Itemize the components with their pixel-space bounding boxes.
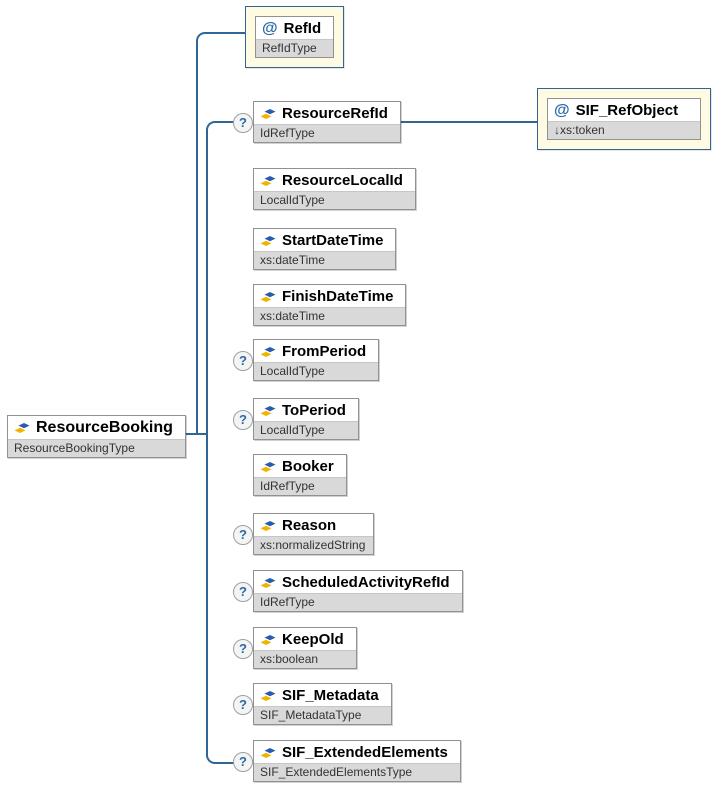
element-icon	[260, 235, 276, 247]
connector-refobject-link	[390, 121, 537, 123]
optional-occurrence-marker: ?	[233, 752, 253, 772]
element-icon	[260, 461, 276, 473]
root-element-name: ResourceBooking	[36, 419, 173, 436]
connector-children-bottom-elbow	[206, 744, 239, 764]
element-node[interactable]: StartDateTime xs:dateTime	[253, 228, 397, 270]
element-type: xs:dateTime	[254, 251, 396, 269]
element-name: KeepOld	[282, 631, 344, 648]
element-icon	[260, 634, 276, 646]
element-type: LocalIdType	[254, 362, 379, 380]
element-type: SIF_MetadataType	[254, 706, 391, 724]
element-icon	[260, 291, 276, 303]
element-type: LocalIdType	[254, 191, 415, 209]
element-type: IdRefType	[254, 477, 346, 495]
element-node[interactable]: ResourceLocalId LocalIdType	[253, 168, 416, 210]
element-node[interactable]: KeepOld xs:boolean	[253, 627, 357, 669]
connector-attribute-elbow	[196, 32, 247, 54]
attribute-icon: @	[262, 20, 278, 37]
element-type: IdRefType	[254, 124, 400, 142]
element-node[interactable]: FromPeriod LocalIdType	[253, 339, 380, 381]
element-icon	[260, 175, 276, 187]
element-name: ScheduledActivityRefId	[282, 574, 450, 591]
root-element-node[interactable]: ResourceBooking ResourceBookingType	[7, 415, 186, 458]
element-node[interactable]: SIF_ExtendedElements SIF_ExtendedElement…	[253, 740, 461, 782]
attribute-type: RefIdType	[256, 39, 334, 57]
optional-occurrence-marker: ?	[233, 639, 253, 659]
element-type: IdRefType	[254, 593, 462, 611]
element-name: Booker	[282, 458, 334, 475]
element-node[interactable]: ToPeriod LocalIdType	[253, 398, 359, 440]
optional-occurrence-marker: ?	[233, 410, 253, 430]
attribute-name: SIF_RefObject	[575, 102, 679, 119]
attribute-icon: @	[554, 102, 570, 119]
element-node[interactable]: Reason xs:normalizedString	[253, 513, 375, 555]
element-icon	[260, 405, 276, 417]
element-icon	[260, 108, 276, 120]
element-icon	[260, 520, 276, 532]
element-icon	[14, 422, 30, 434]
element-name: FinishDateTime	[282, 288, 394, 305]
element-name: Reason	[282, 517, 337, 534]
element-type: xs:dateTime	[254, 307, 406, 325]
optional-occurrence-marker: ?	[233, 695, 253, 715]
element-node[interactable]: FinishDateTime xs:dateTime	[253, 284, 407, 326]
element-type: xs:boolean	[254, 650, 356, 668]
element-node[interactable]: Booker IdRefType	[253, 454, 347, 496]
connector-attribute-trunk	[196, 50, 198, 435]
element-icon	[260, 346, 276, 358]
root-element-type: ResourceBookingType	[8, 439, 185, 457]
element-name: StartDateTime	[282, 232, 384, 249]
attribute-node-refid[interactable]: @ RefId RefIdType	[245, 6, 345, 68]
attribute-type: ↓xs:token	[548, 121, 700, 139]
element-name: SIF_ExtendedElements	[282, 744, 448, 761]
element-type: LocalIdType	[254, 421, 358, 439]
element-name: ResourceRefId	[282, 105, 388, 122]
element-name: ResourceLocalId	[282, 172, 403, 189]
element-name: SIF_Metadata	[282, 687, 379, 704]
optional-occurrence-marker: ?	[233, 113, 253, 133]
element-type: SIF_ExtendedElementsType	[254, 763, 460, 781]
element-name: ToPeriod	[282, 402, 346, 419]
optional-occurrence-marker: ?	[233, 351, 253, 371]
attribute-name: RefId	[283, 20, 322, 37]
element-type: xs:normalizedString	[254, 536, 374, 554]
element-icon	[260, 747, 276, 759]
element-node[interactable]: ResourceRefId IdRefType	[253, 101, 401, 143]
element-node[interactable]: ScheduledActivityRefId IdRefType	[253, 570, 463, 612]
element-icon	[260, 577, 276, 589]
element-node[interactable]: SIF_Metadata SIF_MetadataType	[253, 683, 392, 725]
connector-children-top-elbow	[206, 121, 235, 143]
connector-children-trunk	[206, 139, 208, 746]
element-name: FromPeriod	[282, 343, 367, 360]
element-icon	[260, 690, 276, 702]
attribute-node-sif-refobject[interactable]: @ SIF_RefObject ↓xs:token	[537, 88, 711, 150]
optional-occurrence-marker: ?	[233, 582, 253, 602]
optional-occurrence-marker: ?	[233, 525, 253, 545]
